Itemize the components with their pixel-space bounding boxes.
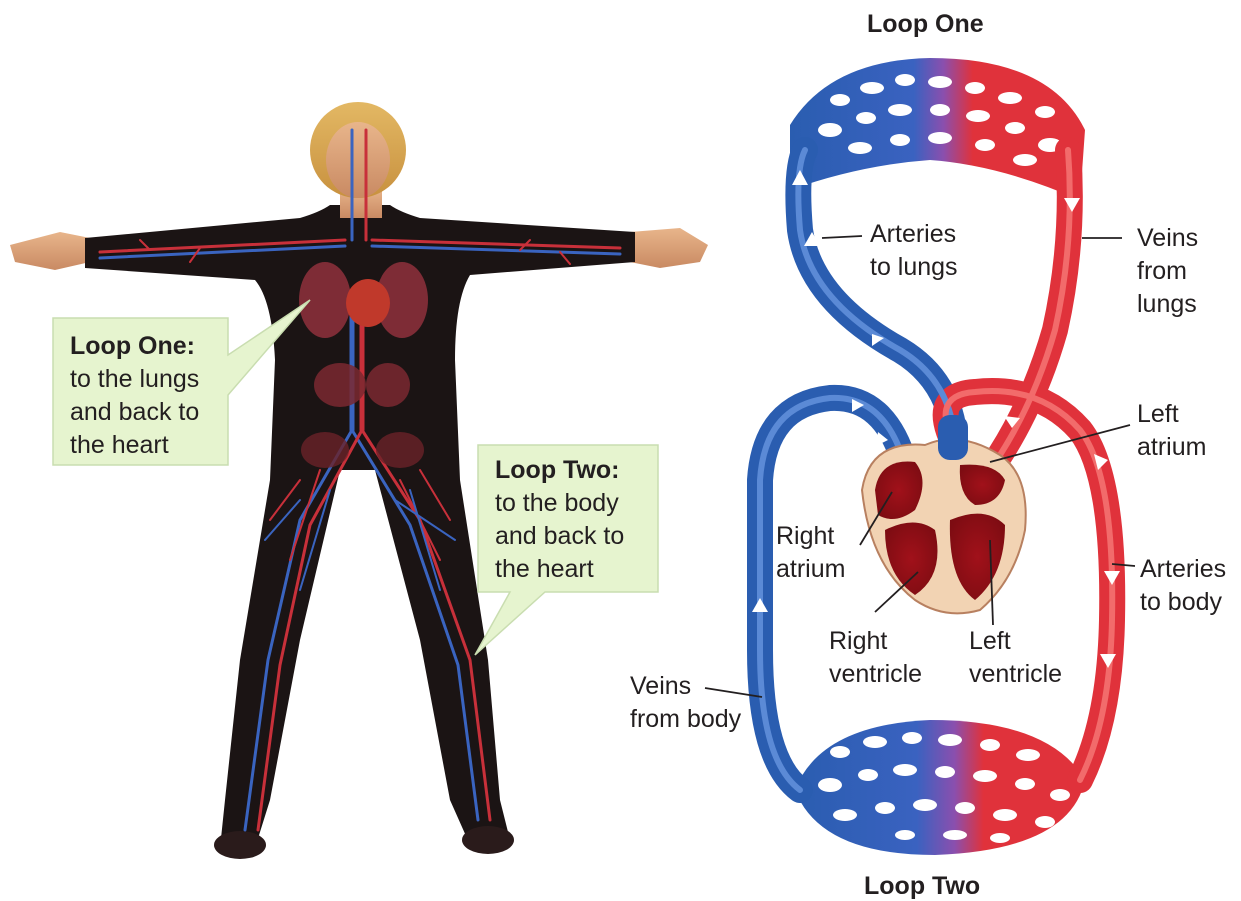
label-line: from — [1137, 255, 1198, 288]
label-line: Right — [776, 520, 845, 553]
loop-two-callout-heading: Loop Two: — [495, 454, 624, 487]
label-right-atrium: Right atrium — [776, 520, 845, 586]
label-line: from body — [630, 703, 741, 736]
label-veins-from-lungs: Veins from lungs — [1137, 222, 1198, 321]
loop-one-callout-line: the heart — [70, 429, 199, 462]
label-line: Right — [829, 625, 922, 658]
label-line: to lungs — [870, 251, 958, 284]
label-line: Left — [1137, 398, 1206, 431]
label-line: lungs — [1137, 288, 1198, 321]
loop-two-title: Loop Two — [864, 872, 980, 901]
label-left-atrium: Left atrium — [1137, 398, 1206, 464]
loop-one-callout-line: to the lungs — [70, 363, 199, 396]
label-line: atrium — [776, 553, 845, 586]
label-line: Veins — [1137, 222, 1198, 255]
loop-two-callout: Loop Two: to the body and back to the he… — [495, 454, 624, 586]
lung-capillary-bed — [790, 58, 1085, 200]
label-left-ventricle: Left ventricle — [969, 625, 1062, 691]
label-arteries-to-lungs: Arteries to lungs — [870, 218, 958, 284]
loop-one-callout-line: and back to — [70, 396, 199, 429]
body-capillary-bed — [795, 720, 1085, 855]
label-line: atrium — [1137, 431, 1206, 464]
loop-one-title: Loop One — [867, 10, 984, 39]
label-line: to body — [1140, 586, 1226, 619]
label-line: Arteries — [1140, 553, 1226, 586]
loop-two-callout-line: and back to — [495, 520, 624, 553]
label-line: Arteries — [870, 218, 958, 251]
label-line: Veins — [630, 670, 741, 703]
label-line: ventricle — [969, 658, 1062, 691]
loop-two-callout-line: to the body — [495, 487, 624, 520]
loop-two-callout-line: the heart — [495, 553, 624, 586]
loop-one-callout-heading: Loop One: — [70, 330, 199, 363]
loop-one-callout: Loop One: to the lungs and back to the h… — [70, 330, 199, 462]
label-veins-from-body: Veins from body — [630, 670, 741, 736]
label-arteries-to-body: Arteries to body — [1140, 553, 1226, 619]
label-right-ventricle: Right ventricle — [829, 625, 922, 691]
label-line: ventricle — [829, 658, 922, 691]
label-line: Left — [969, 625, 1062, 658]
